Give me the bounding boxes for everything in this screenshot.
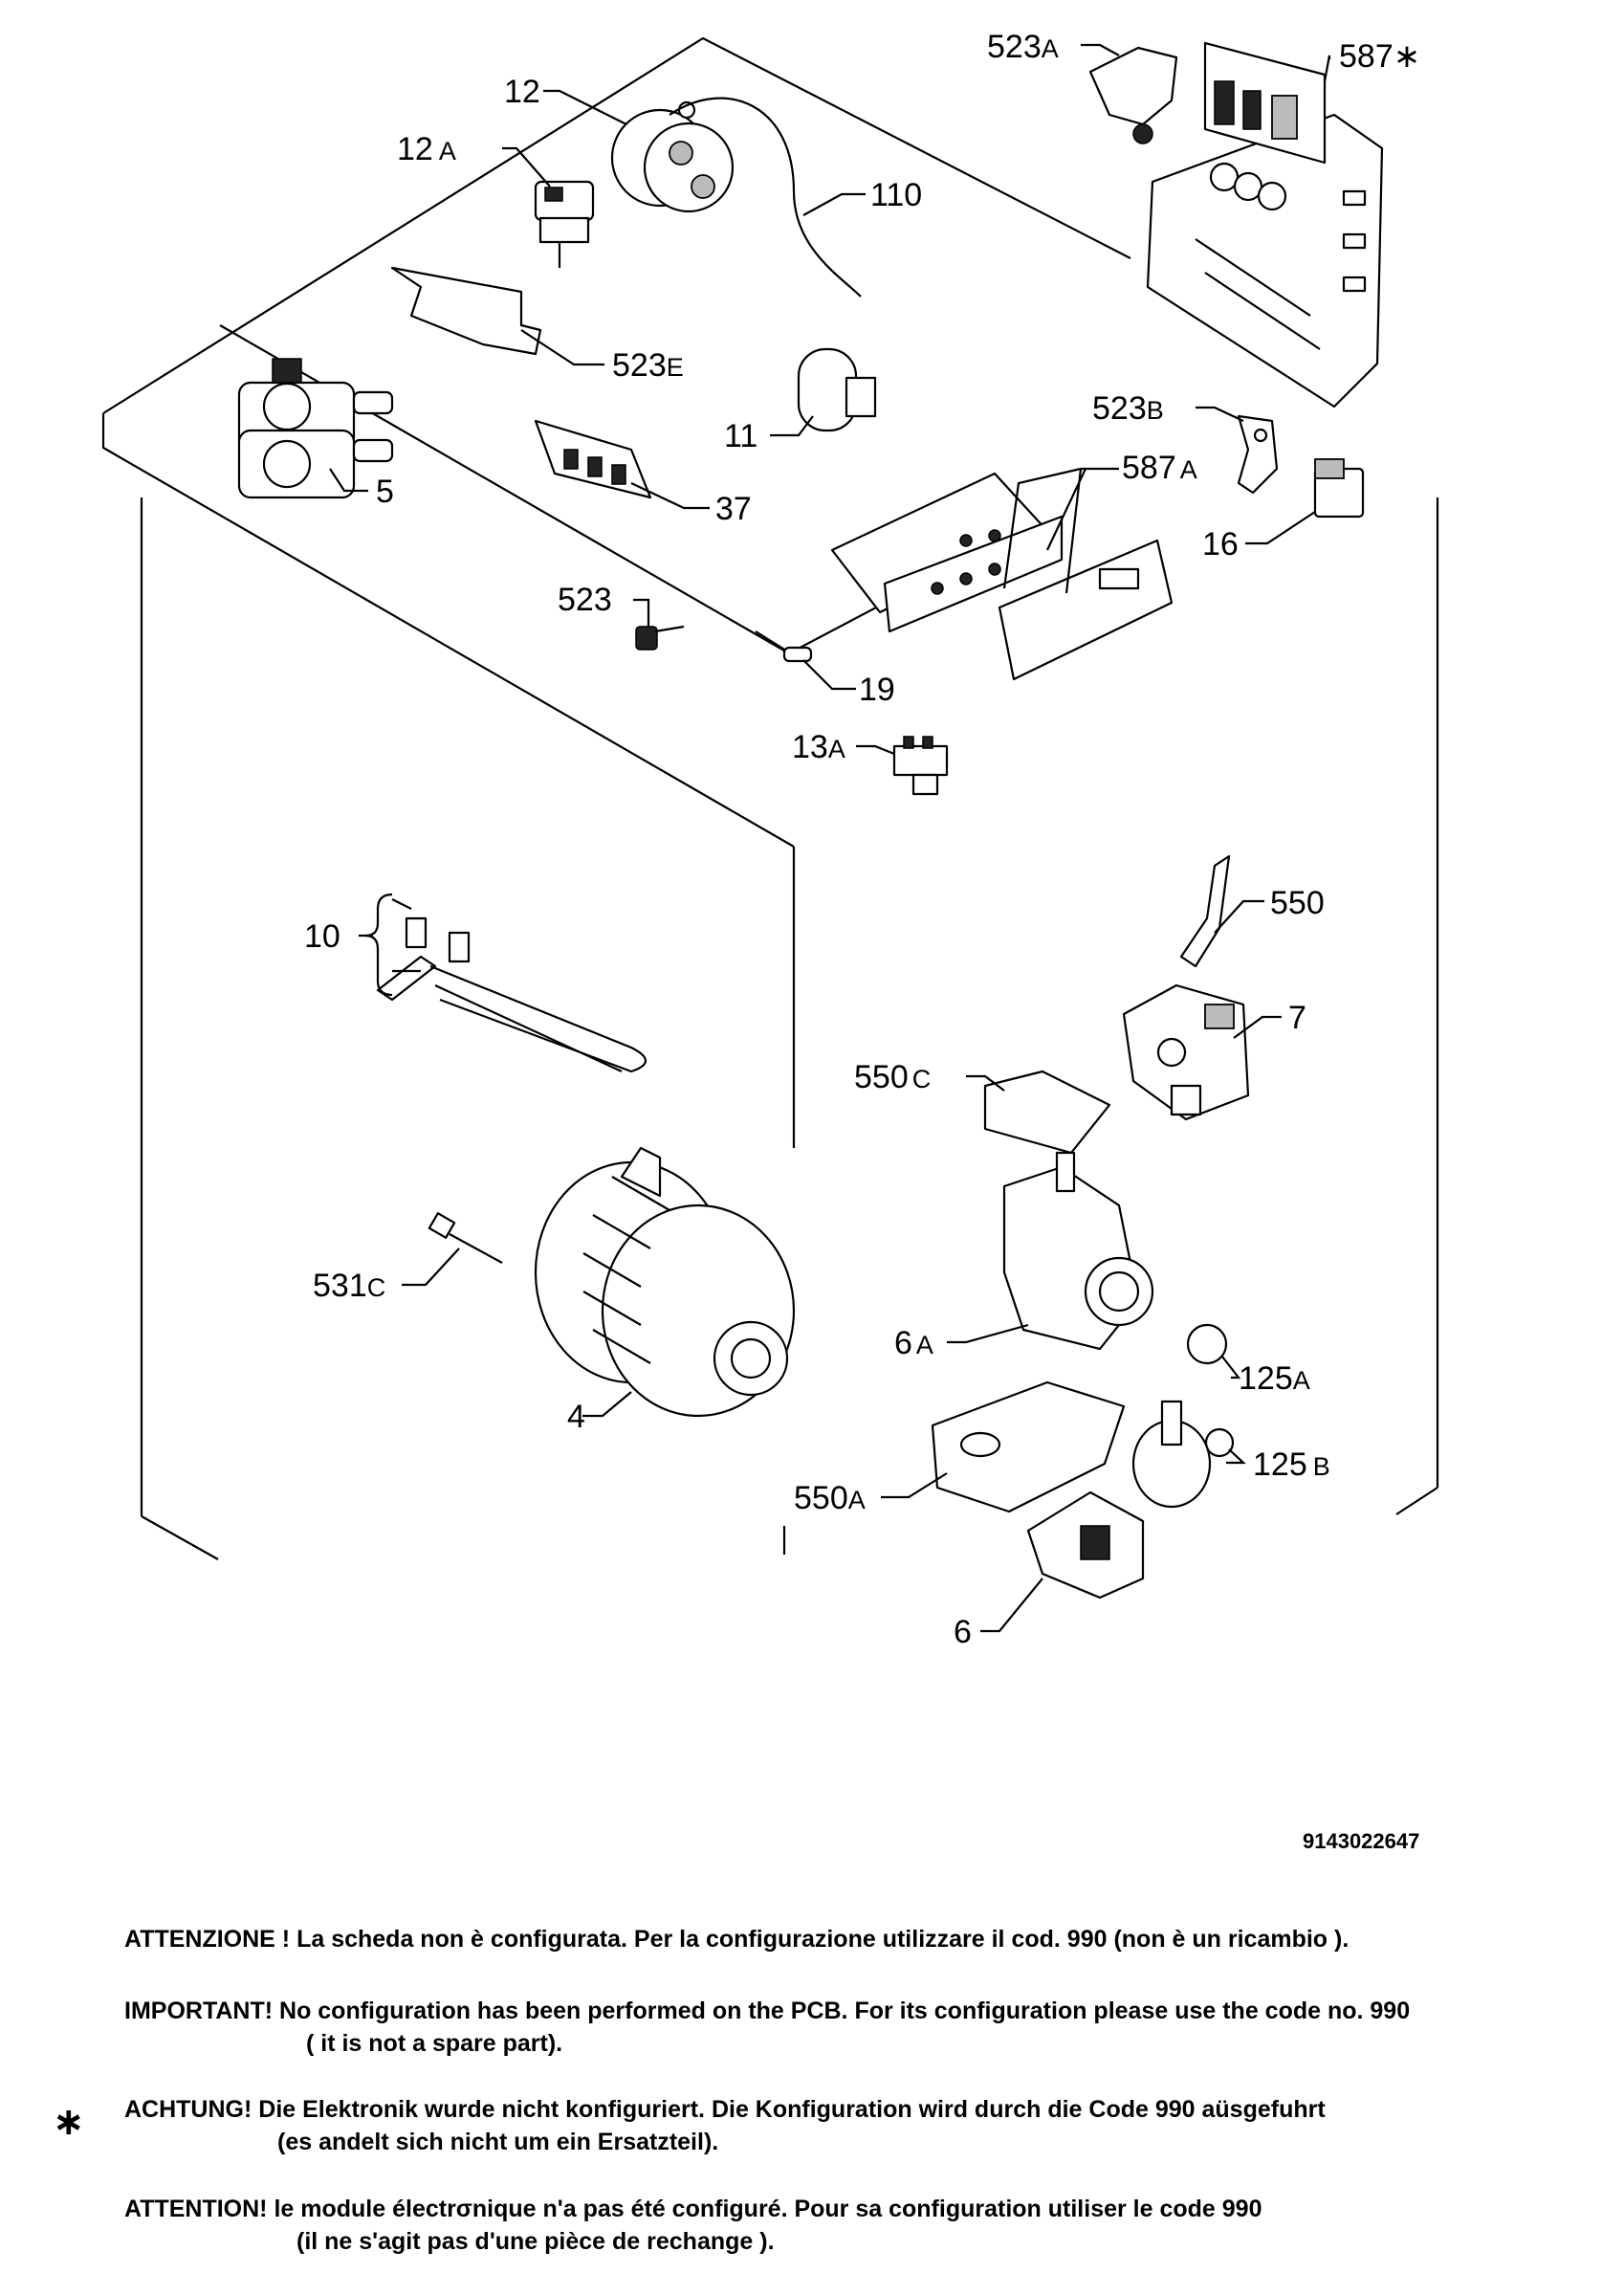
inlet-valve-5 (237, 358, 394, 499)
asterisk-marker: ∗ (53, 2100, 85, 2144)
document-number: 9143022647 (1303, 1829, 1420, 1853)
motor-4 (534, 1146, 796, 1418)
label-5: 5 (376, 474, 394, 510)
note-french-line-2: (il ne s'agit pas d'une pièce de rechang… (296, 2228, 775, 2255)
label-531c: 531C (313, 1268, 385, 1304)
label-523a: 523A (987, 29, 1059, 65)
sensor-19 (755, 630, 813, 663)
seal-125b (1204, 1427, 1235, 1458)
door-interlock-16 (1313, 458, 1365, 519)
label-19: 19 (859, 672, 895, 708)
note-french-line-1: ATTENTION! le module électrσnique n'a pa… (124, 2196, 1262, 2222)
label-12: 12 (504, 74, 540, 110)
label-4: 4 (567, 1399, 585, 1435)
control-boards-587a (830, 472, 1174, 681)
note-italian: ATTENZIONE ! La scheda non è configurata… (124, 1923, 1349, 1955)
bolt-531c (428, 1212, 503, 1264)
leader-lines (329, 43, 1331, 1633)
note-italian-line: ATTENZIONE ! La scheda non è configurata… (124, 1926, 1350, 1953)
label-11: 11 (724, 418, 757, 454)
note-english: IMPORTANT! No configuration has been per… (124, 1995, 1410, 2060)
label-110: 110 (870, 177, 922, 213)
lever-arm-550 (1179, 854, 1231, 968)
capacitor-11 (797, 347, 877, 432)
lever-523b (1237, 414, 1279, 495)
label-523e: 523E (612, 347, 684, 384)
note-german-line-1: ACHTUNG! Die Elektronik wurde nicht konf… (124, 2096, 1326, 2123)
label-16: 16 (1202, 526, 1239, 563)
label-550a: 550A (794, 1480, 866, 1516)
main-electronic-board (1146, 41, 1384, 408)
terminal-block-37 (534, 419, 652, 499)
seal-125a (1186, 1323, 1228, 1365)
switch-block-7 (1122, 983, 1250, 1121)
bracket-plate-523e (390, 266, 542, 356)
connector-13a (892, 736, 949, 796)
label-13a: 13A (792, 729, 845, 765)
label-550: 550 (1270, 885, 1325, 921)
cover-550a (931, 1380, 1126, 1513)
label-523: 523 (558, 582, 612, 618)
cable-110 (669, 97, 862, 298)
pressure-switch-12a (534, 180, 595, 268)
label-523b: 523B (1092, 390, 1164, 427)
note-german: ACHTUNG! Die Elektronik wurde nicht konf… (124, 2093, 1326, 2158)
label-37: 37 (715, 491, 752, 527)
heating-element-10 (376, 916, 647, 1073)
note-english-line-2: ( it is not a spare part). (306, 2030, 563, 2057)
clip-523a (1088, 46, 1178, 144)
note-german-line-2: (es andelt sich nicht um ein Ersatzteil)… (277, 2129, 719, 2155)
label-587: 587∗ (1339, 38, 1420, 75)
note-french: ATTENTION! le module électrσnique n'a pa… (124, 2193, 1262, 2258)
cover-550c (983, 1070, 1111, 1155)
label-7: 7 (1288, 1000, 1306, 1036)
note-english-line-1: IMPORTANT! No configuration has been per… (124, 1998, 1411, 2024)
pump-housing-6a (1002, 1151, 1154, 1351)
drain-pump-6 (1026, 1400, 1212, 1600)
label-125a: 125A (1239, 1360, 1310, 1397)
selector-knob-12 (610, 100, 735, 213)
label-10: 10 (304, 918, 340, 955)
clip-523 (635, 625, 685, 651)
label-6: 6 (954, 1614, 972, 1650)
